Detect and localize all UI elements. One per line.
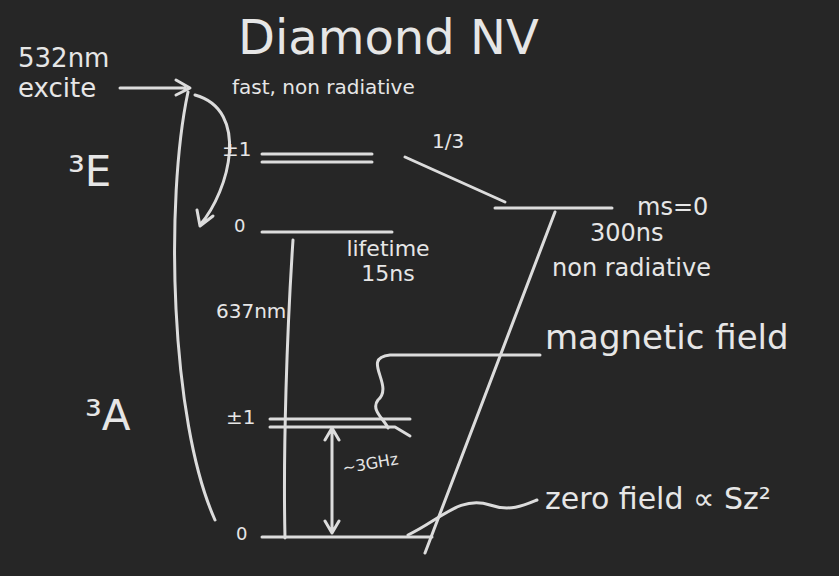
metastable-level [495,207,612,210]
callout-note: magnetic field [545,318,789,357]
frequency-label: ~3GHz [341,450,400,478]
level-label: 0 [236,524,247,545]
state-label: ³E [68,148,111,196]
state-label: ³A [85,392,131,440]
branching-ratio: 1/3 [432,130,464,153]
level-label: ±1 [226,406,255,429]
excite-arrow [120,80,190,95]
process-note: non radiative [552,255,711,283]
wavelength-label: 637nm [216,300,286,323]
lifetime-note: 300ns [590,220,664,248]
level-label: ms=0 [637,194,708,222]
level-label: ±1 [222,138,251,161]
excitation-label: 532nm excite [18,44,130,104]
intersystem-crossing [405,157,505,202]
zero-field-leader [408,500,537,535]
excited-pm1-level [262,154,372,162]
callout-note: zero field ∝ Sz² [545,482,771,517]
ground-zero-level [262,536,432,539]
process-note: fast, non radiative [232,76,415,99]
excitation-curve [175,92,215,520]
magnetic-leader [376,355,540,428]
splitting-arrow [325,428,339,533]
level-label: 0 [234,216,245,237]
lifetime-note: lifetime 15ns [340,236,436,287]
excited-zero-level [262,231,392,234]
emission-line [284,240,293,538]
board-title: Diamond NV [238,10,539,65]
